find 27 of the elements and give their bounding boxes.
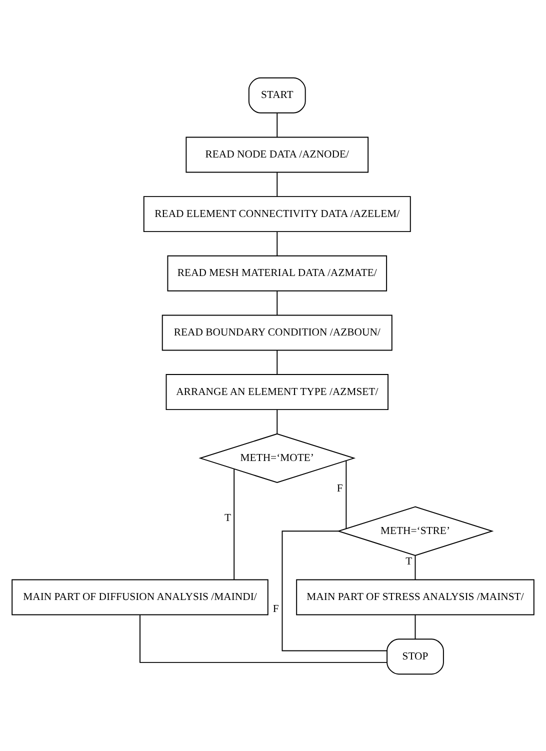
node-box: READ NODE DATA /AZNODE/ (186, 136, 369, 172)
node-box: READ MESH MATERIAL DATA /AZMATE/ (167, 254, 388, 291)
connector (414, 614, 416, 639)
edge-label: F (336, 482, 343, 494)
connector (276, 230, 278, 256)
connector (140, 614, 388, 662)
node-diamond: METH=‘MOTE’ (198, 432, 356, 483)
node-box: STOP (386, 638, 444, 674)
edge-label: T (406, 555, 412, 568)
connector (282, 530, 388, 651)
node-box: START (248, 76, 306, 113)
connector (414, 554, 416, 580)
node-box: READ ELEMENT CONNECTIVITY DATA /AZELEM/ (143, 196, 411, 232)
connector (234, 468, 235, 580)
connector (276, 112, 278, 137)
node-diamond: METH=‘STRE’ (336, 506, 494, 556)
node-box: ARRANGE AN ELEMENT TYPE /AZMSET/ (166, 374, 388, 410)
node-box: MAIN PART OF STRESS ANALYSIS /MAINST/ (296, 578, 534, 615)
connector (276, 172, 278, 196)
connector (276, 408, 278, 434)
connector (276, 350, 278, 374)
node-box: READ BOUNDARY CONDITION /AZBOUN/ (162, 314, 392, 350)
edge-label: F (272, 602, 279, 615)
connector (276, 290, 278, 315)
edge-label: T (224, 512, 232, 524)
node-box: MAIN PART OF DIFFUSION ANALYSIS /MAINDI/ (12, 578, 268, 615)
connector (346, 460, 347, 529)
